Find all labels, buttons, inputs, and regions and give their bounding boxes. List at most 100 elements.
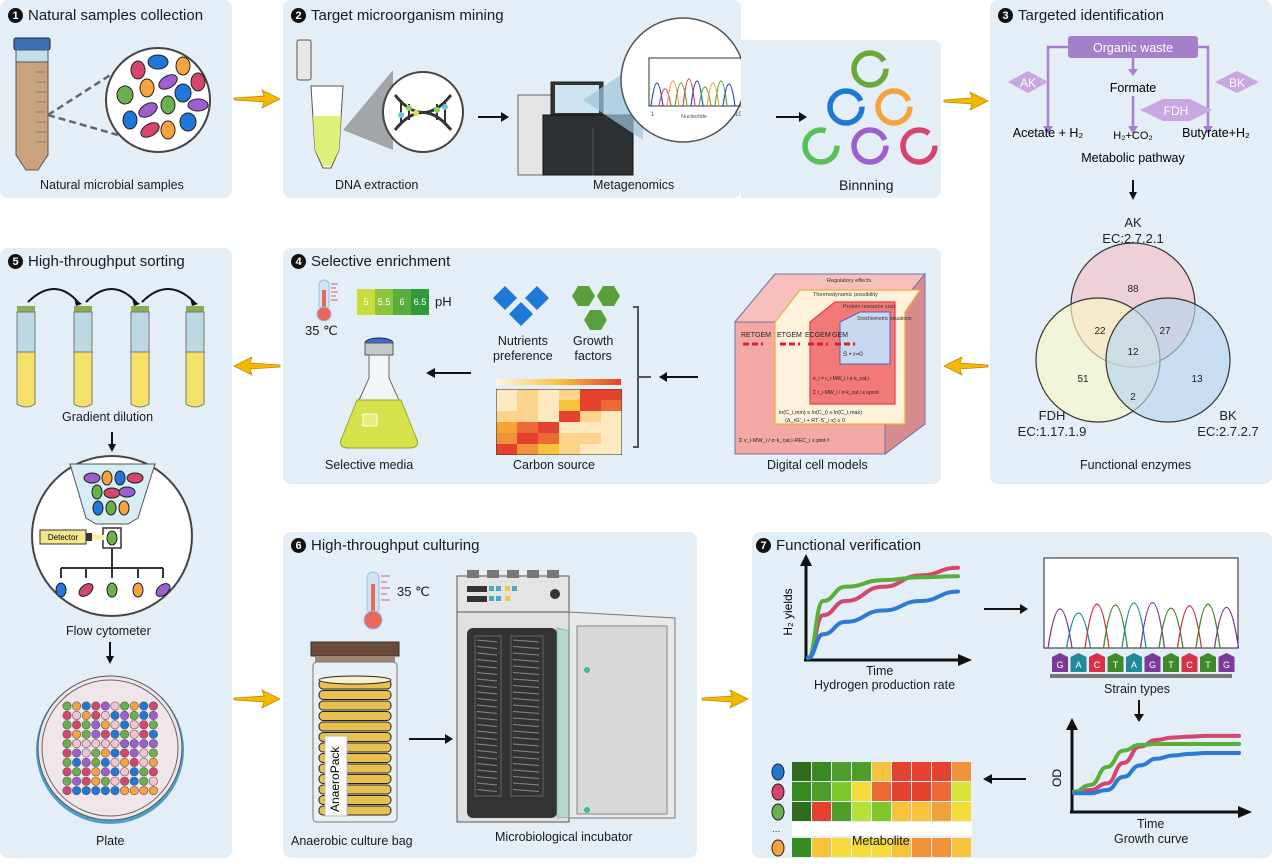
rack-shelf [512, 685, 540, 688]
base-tag: C [1089, 653, 1105, 672]
heatmap-cell [912, 782, 931, 801]
heatmap-cell [601, 422, 622, 433]
caption-microbiological-incubator: Microbiological incubator [495, 830, 633, 844]
heatmap-cell [601, 389, 622, 400]
heatmap-cell [538, 389, 559, 400]
base-tag: C [1181, 653, 1198, 672]
heatmap-cell [892, 762, 911, 781]
arrow-to-strain [984, 604, 1028, 614]
nutrients-icon [493, 286, 549, 326]
plate-well [100, 767, 110, 777]
venn-set-label: FDH [1039, 408, 1066, 423]
chromatogram-magnifier [620, 17, 741, 143]
base-letter: G [1223, 660, 1230, 670]
heatmap-cell [892, 802, 911, 821]
ph-cell: 5.5 [375, 289, 393, 315]
flow-arrow-6-to-7 [701, 689, 749, 709]
plate-well [139, 786, 149, 796]
step-number: 4 [291, 254, 306, 269]
svg-text:FDH: FDH [1164, 104, 1189, 118]
row-microbe-icon [771, 803, 785, 821]
base-tag-shape [1089, 653, 1105, 672]
dilution-tube [73, 306, 93, 408]
panel-functional-verification: 7 Functional verification H₂ yields Time… [752, 532, 1272, 858]
rack-shelf [512, 756, 540, 760]
detector-label: Detector [48, 533, 79, 542]
plate-well [110, 786, 120, 796]
petri-dish [318, 721, 392, 732]
plate-well [148, 757, 158, 767]
heatmap-cell [952, 802, 971, 821]
plate-well [81, 786, 91, 796]
tube-cap [13, 37, 51, 51]
heatmap-cell [952, 782, 971, 801]
base-tag-shape [1181, 653, 1198, 672]
plate-well [139, 757, 149, 767]
plate-well [129, 776, 139, 786]
heatmap-cell [496, 422, 517, 433]
plate-well [91, 710, 101, 720]
heatmap-cell [932, 782, 951, 801]
rack-shelf [512, 678, 540, 682]
tube-body [15, 49, 49, 63]
heatmap-cell [559, 400, 580, 411]
base-tag-shape [1070, 653, 1087, 672]
base-tag: G [1218, 653, 1235, 672]
sample-tube-illustration [13, 37, 211, 171]
heatmap-cell [812, 838, 831, 857]
plate-well [62, 748, 72, 758]
rack-shelf [476, 750, 498, 753]
ph-cell: 6 [393, 289, 411, 315]
panel-title: 1 Natural samples collection [8, 7, 203, 24]
caption-natural-microbial-samples: Natural microbial samples [40, 178, 184, 192]
venn-region-value: 22 [1094, 326, 1106, 337]
base-tag-shape [1052, 653, 1068, 672]
plate-well [129, 748, 139, 758]
panel-binning: Binnning [741, 40, 941, 198]
plate-well [100, 720, 110, 730]
row-microbe-icon [771, 763, 785, 781]
plate-well [62, 757, 72, 767]
rack-shelf [476, 652, 498, 656]
plate-well [148, 776, 158, 786]
caption-selective-media: Selective media [325, 458, 414, 472]
heatmap-cell [872, 838, 891, 857]
h2-yield-chart: H₂ yields [782, 554, 972, 666]
heatmap-cell [912, 762, 931, 781]
venn-set-ec: EC:2.7.2.1 [1102, 231, 1163, 246]
heatmap-cell [812, 802, 831, 821]
base-tag-shape [1200, 653, 1216, 672]
petri-dish [318, 711, 392, 721]
venn-region-value: 27 [1159, 326, 1171, 337]
svg-text:AK: AK [1020, 76, 1036, 90]
step-number: 5 [8, 254, 23, 269]
plate-well [81, 767, 91, 777]
plate-well [91, 786, 101, 796]
dilution-tube [185, 306, 205, 408]
anaerobic-culture-jar: AnaeroPack [310, 641, 400, 823]
base-tag-shape [1126, 653, 1142, 672]
bin-circle-green [851, 50, 889, 88]
arrow-to-media [426, 368, 471, 378]
carbon-gradient-bar [496, 379, 621, 385]
rack-shelf [476, 789, 498, 792]
acetate-product: Acetate + H₂ [1013, 126, 1084, 140]
plate-well [81, 720, 91, 730]
temperature-label: 35 ℃ [397, 584, 430, 599]
rack-shelf [512, 704, 540, 708]
plate-well [100, 710, 110, 720]
series-line-blue [806, 589, 960, 660]
caption-metabolite: Metabolite [852, 834, 910, 848]
equation: (Δ_rG'_i + RT·S'_i·x) ≤ 0 [785, 418, 845, 424]
heatmap-cell [852, 762, 871, 781]
ph-cell: 6.5 [411, 289, 429, 315]
rack-shelf [512, 639, 540, 643]
arrow-to-incubator [409, 734, 453, 744]
heatmap-cell [559, 422, 580, 433]
layer-label: Thermodynamic possibility [813, 292, 878, 298]
base-letter: C [1186, 660, 1193, 670]
plate-well [91, 767, 101, 777]
plate-well [110, 710, 120, 720]
enzyme-badge-fdh [1140, 99, 1212, 121]
chromatogram-x-end: 10 [735, 112, 741, 118]
